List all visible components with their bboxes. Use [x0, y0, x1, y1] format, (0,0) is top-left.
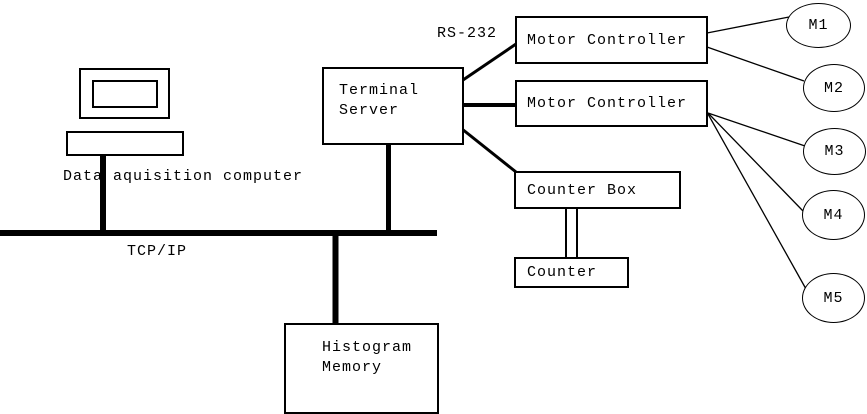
tcpip-bus-label: TCP/IP [127, 243, 188, 260]
rs232-label: RS-232 [437, 25, 498, 42]
link-mc2-m5 [707, 113, 807, 290]
terminal-server-box: Terminal Server [322, 67, 464, 145]
motor-controller-2-label: Motor Controller [527, 95, 688, 112]
counter-label: Counter [527, 264, 598, 281]
motor-m3: M3 [803, 128, 866, 175]
histogram-memory-box: Histogram Memory [284, 323, 439, 414]
counter-box: Counter Box [514, 171, 681, 209]
motor-m2-label: M2 [823, 79, 844, 97]
serial-link-motor-controller-1 [462, 42, 517, 82]
motor-m5: M5 [802, 273, 865, 323]
motor-controller-1-box: Motor Controller [515, 16, 708, 64]
computer-keyboard-icon [66, 131, 184, 156]
motor-controller-2-box: Motor Controller [515, 80, 708, 127]
histogram-memory-label-line1: Histogram [322, 339, 413, 356]
counter-box-label: Counter Box [527, 181, 638, 199]
motor-m1: M1 [786, 3, 851, 48]
computer-screen-icon [92, 80, 158, 108]
motor-m4: M4 [802, 190, 865, 240]
motor-m3-label: M3 [824, 143, 845, 160]
motor-m1-label: M1 [808, 17, 829, 34]
counter-node: Counter [514, 257, 629, 288]
terminal-server-label-line2: Server [339, 102, 400, 119]
motor-m4-label: M4 [823, 206, 844, 224]
computer-label: Data aquisition computer [63, 168, 304, 185]
link-mc2-m4 [707, 112, 804, 212]
link-mc1-m2 [706, 46, 805, 82]
motor-m2: M2 [803, 64, 865, 112]
histogram-memory-label-line2: Memory [322, 359, 383, 376]
motor-controller-1-label: Motor Controller [527, 31, 688, 49]
link-mc2-m3 [707, 112, 806, 147]
motor-m5-label: M5 [823, 289, 844, 307]
terminal-server-label-line1: Terminal [339, 82, 420, 99]
serial-link-counter-box [461, 127, 517, 174]
link-mc1-m1 [706, 16, 790, 34]
